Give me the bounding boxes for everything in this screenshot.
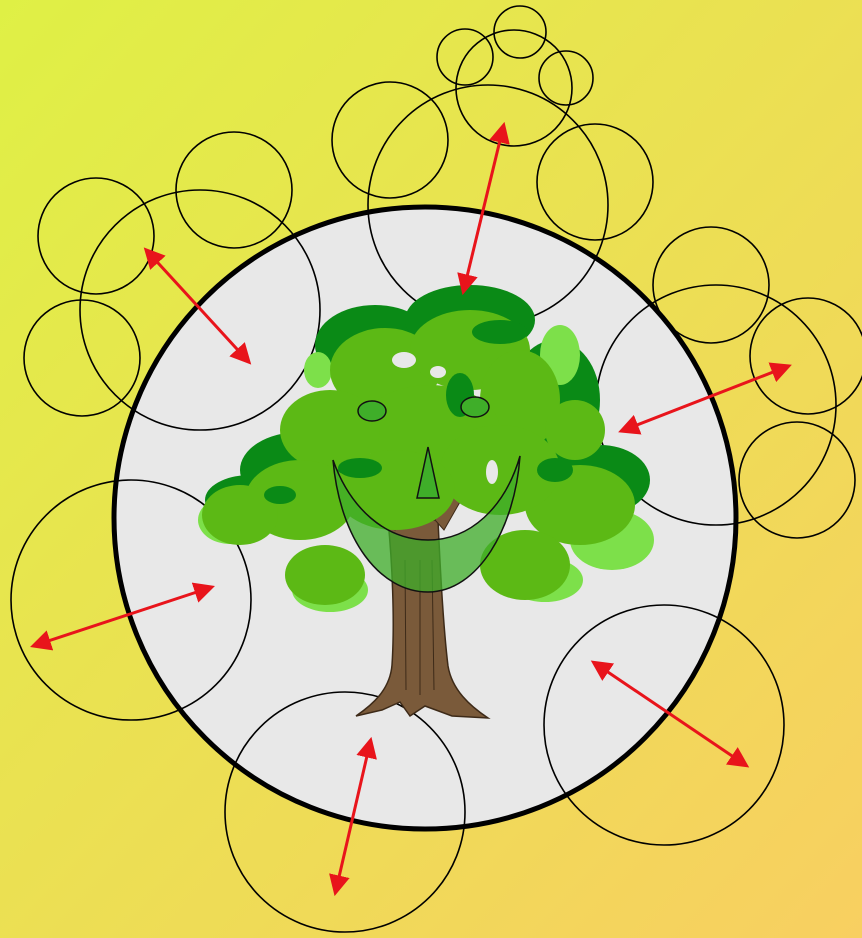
right-eye — [461, 397, 489, 417]
left-eye — [358, 401, 386, 421]
